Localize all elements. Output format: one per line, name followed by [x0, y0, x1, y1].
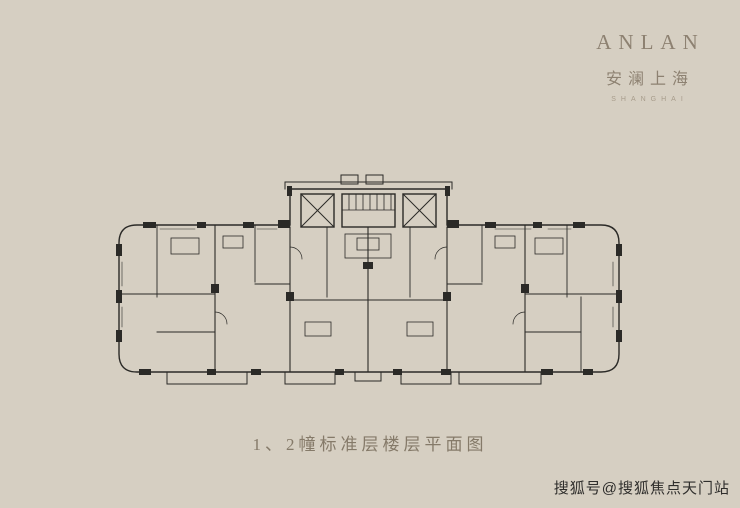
watermark: 搜狐号@搜狐焦点天门站	[553, 480, 730, 497]
brand-name-en: ANLAN	[596, 30, 705, 54]
brand-name-cn: 安澜上海	[605, 71, 694, 88]
brand-logo: ANLAN 安澜上海 SHANGHAI	[586, 30, 708, 103]
brand-tagline: SHANGHAI	[611, 96, 688, 103]
floorplan-caption: 1、2幢标准层楼层平面图	[252, 435, 488, 454]
floorplan-drawing	[116, 174, 622, 385]
floorplan	[105, 172, 635, 394]
